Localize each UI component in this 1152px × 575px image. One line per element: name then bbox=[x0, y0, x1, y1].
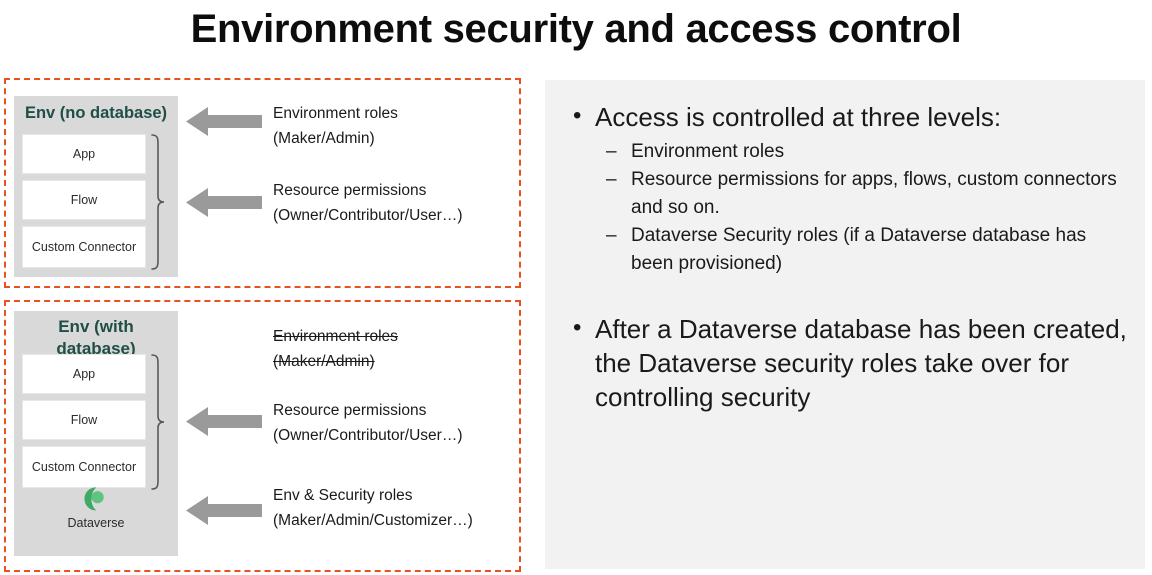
resource-chip-flow[interactable]: Flow bbox=[22, 180, 146, 220]
callout-line-2: (Maker/Admin) bbox=[273, 353, 375, 370]
bullet-text: Access is controlled at three levels: bbox=[595, 102, 1002, 132]
env-title-line-2: database) bbox=[56, 339, 136, 358]
resource-chip-flow[interactable]: Flow bbox=[22, 400, 146, 440]
callout-line-1: Resource permissions bbox=[273, 182, 427, 199]
sub-bullet-text: Environment roles bbox=[631, 141, 785, 162]
bullet-marker: • bbox=[573, 314, 582, 341]
sub-bullet-marker: – bbox=[606, 141, 617, 162]
resource-grouping-brace bbox=[150, 134, 166, 270]
env-title-no-database: Env (no database) bbox=[24, 104, 168, 122]
sub-bullet-list: – Environment roles – Resource permissio… bbox=[561, 138, 1129, 278]
sub-bullet-text: Dataverse Security roles (if a Dataverse… bbox=[631, 225, 1087, 274]
sub-bullet-dataverse-security-roles: – Dataverse Security roles (if a Dataver… bbox=[561, 222, 1129, 278]
resource-list-with-database: App Flow Custom Connector bbox=[22, 354, 146, 494]
callout-line-1: Environment roles bbox=[273, 328, 398, 345]
sub-bullet-marker: – bbox=[606, 225, 617, 246]
bullet-marker: • bbox=[573, 102, 582, 129]
dataverse-icon bbox=[84, 487, 104, 511]
callout-env-and-security-roles: Env & Security roles (Maker/Admin/Custom… bbox=[273, 483, 473, 533]
dataverse-node[interactable]: Dataverse bbox=[22, 486, 170, 531]
arrow-resource-permissions-icon bbox=[186, 186, 262, 219]
sub-bullet-environment-roles: – Environment roles bbox=[561, 138, 1129, 166]
callout-environment-roles: Environment roles (Maker/Admin) bbox=[273, 101, 398, 151]
env-title-with-database: Env (with database) bbox=[14, 311, 178, 360]
callout-line-2: (Maker/Admin/Customizer…) bbox=[273, 512, 473, 529]
sub-bullet-marker: – bbox=[606, 169, 617, 190]
callout-line-1: Environment roles bbox=[273, 105, 398, 122]
resource-chip-custom-connector[interactable]: Custom Connector bbox=[22, 226, 146, 268]
resource-list-no-database: App Flow Custom Connector bbox=[22, 134, 146, 274]
sub-bullet-text: Resource permissions for apps, flows, cu… bbox=[631, 169, 1117, 218]
callout-resource-permissions: Resource permissions (Owner/Contributor/… bbox=[273, 398, 463, 448]
resource-grouping-brace bbox=[150, 354, 166, 490]
arrow-env-and-security-roles-icon bbox=[186, 494, 262, 527]
callout-line-2: (Owner/Contributor/User…) bbox=[273, 207, 463, 224]
bullet-access-levels: • Access is controlled at three levels: bbox=[561, 100, 1129, 134]
page-title: Environment security and access control bbox=[190, 7, 962, 51]
arrow-resource-permissions-icon bbox=[186, 405, 262, 438]
callout-line-1: Resource permissions bbox=[273, 402, 427, 419]
content-panel: • Access is controlled at three levels: … bbox=[545, 80, 1145, 569]
callout-resource-permissions: Resource permissions (Owner/Contributor/… bbox=[273, 178, 463, 228]
resource-chip-custom-connector[interactable]: Custom Connector bbox=[22, 446, 146, 488]
callout-line-1: Env & Security roles bbox=[273, 487, 413, 504]
sub-bullet-resource-permissions: – Resource permissions for apps, flows, … bbox=[561, 166, 1129, 222]
env-title-line-1: Env (with bbox=[58, 317, 134, 336]
resource-chip-app[interactable]: App bbox=[22, 134, 146, 174]
callout-environment-roles-struck: Environment roles (Maker/Admin) bbox=[273, 324, 398, 374]
callout-line-2: (Maker/Admin) bbox=[273, 130, 375, 147]
dataverse-label: Dataverse bbox=[67, 516, 125, 530]
arrow-environment-roles-icon bbox=[186, 105, 262, 138]
callout-line-2: (Owner/Contributor/User…) bbox=[273, 427, 463, 444]
resource-chip-app[interactable]: App bbox=[22, 354, 146, 394]
bullet-dataverse-takeover: • After a Dataverse database has been cr… bbox=[561, 312, 1129, 414]
bullet-text: After a Dataverse database has been crea… bbox=[595, 314, 1127, 412]
